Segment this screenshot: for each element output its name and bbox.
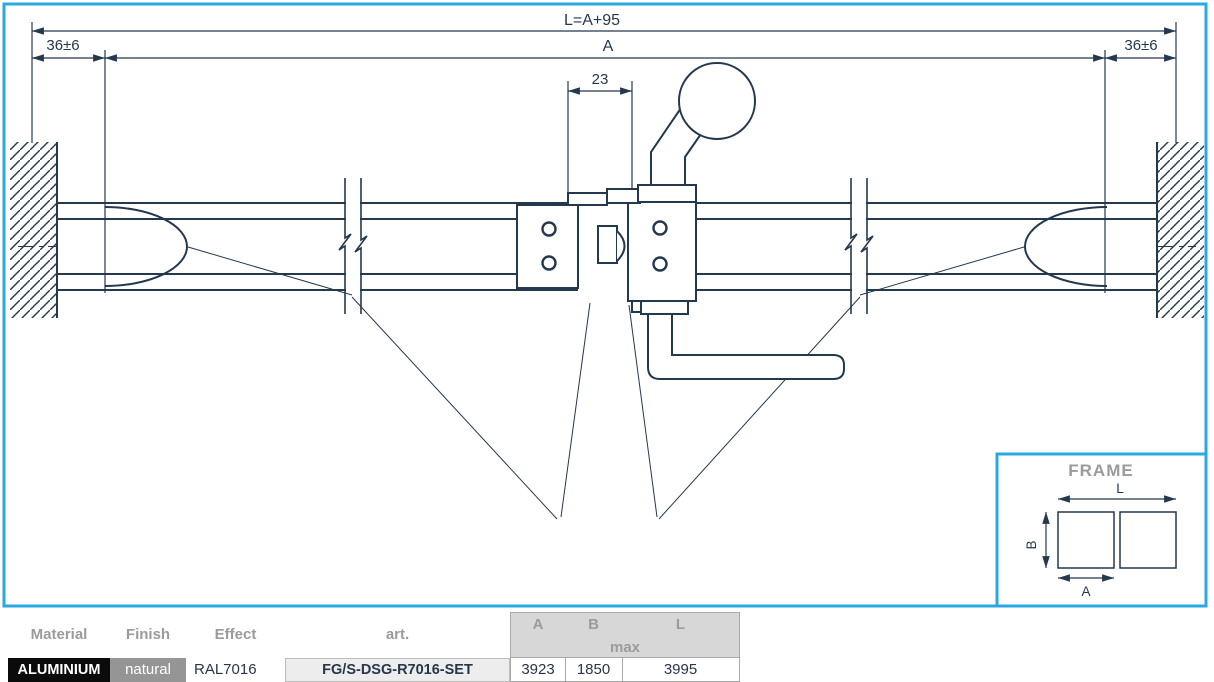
dim-right-label: 36±6 (1124, 37, 1157, 54)
dim-total-label: L=A+95 (564, 12, 620, 29)
leader-lines (187, 246, 1025, 520)
dimension-23: 23 (567, 71, 633, 193)
mount-plate-left (516, 204, 579, 289)
handle-base (640, 300, 689, 315)
knob-head (678, 62, 756, 140)
screw-hole (652, 256, 668, 272)
cell-effect: RAL7016 (194, 661, 257, 678)
rod-end-right (1024, 206, 1108, 287)
gear-mechanism (516, 184, 697, 315)
dimension-a: A (104, 38, 1106, 293)
dimension-left-36: 36±6 (31, 37, 105, 62)
dim-left-label: 36±6 (46, 37, 79, 54)
break-left (338, 178, 368, 314)
col-header-l: L (622, 612, 740, 637)
knob (650, 62, 756, 185)
screw-hole (652, 220, 668, 236)
cell-a-max: 3923 (510, 658, 566, 682)
frame-inset-title: FRAME (1068, 461, 1133, 480)
col-header-finish: Finish (125, 626, 171, 643)
col-header-effect: Effect (214, 626, 257, 643)
dimension-right-36: 36±6 (1105, 37, 1176, 62)
spindle (597, 225, 618, 264)
cell-material: ALUMINIUM (8, 658, 110, 682)
knob-bracket (637, 184, 697, 203)
frame-dim-b: B (1024, 540, 1039, 549)
wall-right (1156, 142, 1204, 318)
technical-drawing-canvas: L=A+95 A 36±6 36±6 23 FRAME L B A (2, 2, 1208, 608)
wall-left (10, 142, 58, 318)
screw-hole (541, 255, 557, 271)
frame-inset: FRAME L B A (995, 452, 1208, 608)
dim-center-label: 23 (592, 71, 609, 88)
col-header-art: art. (385, 626, 410, 643)
col-header-material: Material (30, 626, 88, 643)
mount-plate-right (627, 201, 697, 302)
spec-table: Material Finish Effect art. A B L max AL… (0, 612, 1214, 682)
screw-hole (541, 221, 557, 237)
cell-finish: natural (110, 658, 186, 682)
col-header-a: A (510, 612, 566, 637)
top-bracket-mid (606, 188, 641, 204)
frame-leaf-right (1119, 511, 1177, 569)
frame-dim-l: L (1116, 481, 1124, 496)
break-right (844, 178, 874, 314)
lever-handle (647, 313, 845, 380)
frame-leaf-left (1057, 511, 1115, 569)
cell-b-max: 1850 (565, 658, 623, 682)
rod-end-left (104, 206, 188, 287)
col-header-b: B (565, 612, 623, 637)
cell-l-max: 3995 (622, 658, 740, 682)
col-header-max: max (510, 636, 740, 658)
top-step (567, 192, 608, 206)
dimension-total: L=A+95 (31, 12, 1177, 143)
dim-a-label: A (603, 38, 614, 55)
frame-dim-a: A (1081, 584, 1090, 599)
cell-art: FG/S-DSG-R7016-SET (285, 658, 510, 682)
